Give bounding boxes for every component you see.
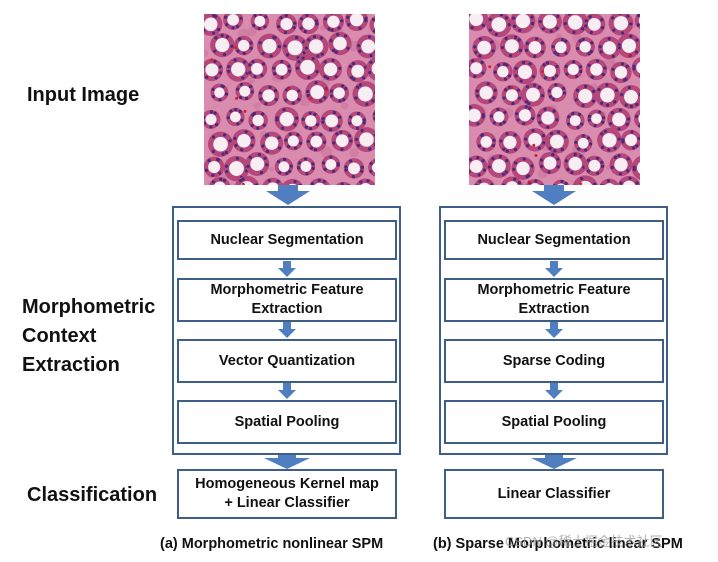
arrow-down-icon — [545, 322, 563, 338]
watermark-text: CSDN @稀土掘金技术社区 — [505, 534, 663, 549]
tissue-image-a — [204, 14, 375, 185]
pipeline-b-classifier: Linear Classifier — [444, 469, 664, 519]
pipeline-b-panel — [439, 206, 668, 455]
morphometric-label-line1: Morphometric — [22, 296, 156, 318]
pipeline-a-step-feature-extraction: Morphometric Feature Extraction — [177, 278, 397, 322]
arrow-down-icon — [278, 383, 296, 399]
pipeline-a-panel — [172, 206, 401, 455]
pipeline-a-step-nuclear-segmentation: Nuclear Segmentation — [177, 220, 397, 260]
arrow-down-icon — [278, 261, 296, 277]
arrow-down-icon — [545, 261, 563, 277]
classification-label: Classification — [27, 484, 158, 506]
arrow-down-icon — [532, 185, 576, 205]
arrow-down-icon — [545, 383, 563, 399]
morphometric-label-line2: Context — [22, 325, 97, 347]
pipeline-a-classifier: Homogeneous Kernel map + Linear Classifi… — [177, 469, 397, 519]
arrow-down-icon — [278, 322, 296, 338]
pipeline-b-step-nuclear-segmentation: Nuclear Segmentation — [444, 220, 664, 260]
input-image-label: Input Image — [27, 84, 140, 106]
tissue-image-b — [469, 14, 640, 185]
pipeline-a-caption: (a) Morphometric nonlinear SPM — [160, 536, 384, 552]
pipeline-a-step-spatial-pooling: Spatial Pooling — [177, 400, 397, 444]
pipeline-b-step-sparse-coding: Sparse Coding — [444, 339, 664, 383]
arrow-down-icon — [264, 455, 310, 469]
pipeline-b-caption: (b) Sparse Morphometric linear SPM — [433, 536, 683, 552]
morphometric-label-line3: Extraction — [22, 354, 120, 376]
arrow-down-icon — [266, 185, 310, 205]
arrow-down-icon — [531, 455, 577, 469]
pipeline-b-step-spatial-pooling: Spatial Pooling — [444, 400, 664, 444]
pipeline-b-step-feature-extraction: Morphometric Feature Extraction — [444, 278, 664, 322]
pipeline-a-step-vector-quantization: Vector Quantization — [177, 339, 397, 383]
